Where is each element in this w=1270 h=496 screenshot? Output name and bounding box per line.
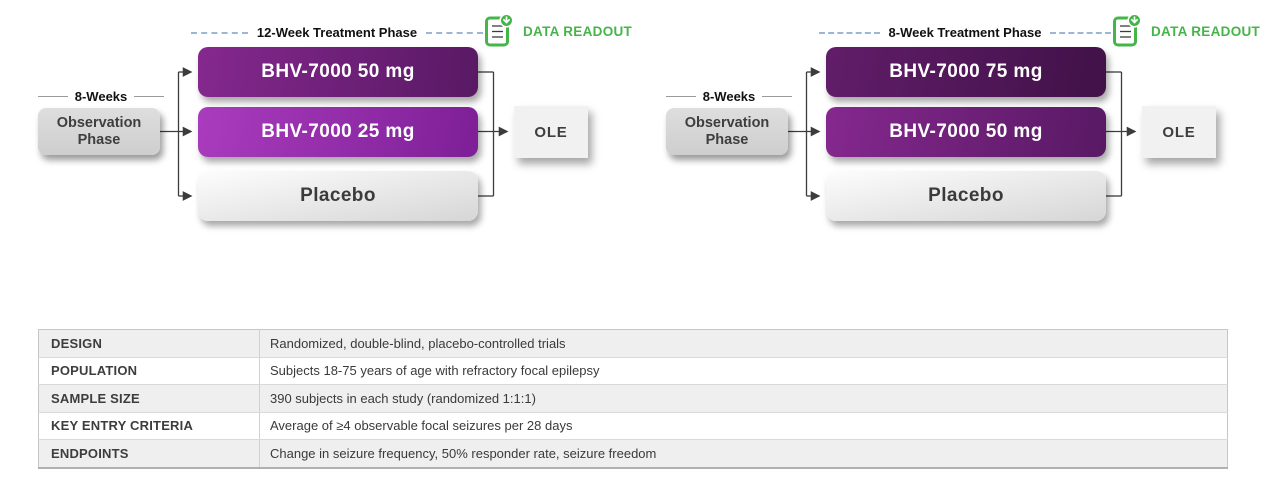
row-value: Change in seizure frequency, 50% respond…	[259, 439, 1228, 468]
treatment-phase-title: 12-Week Treatment Phase	[256, 25, 418, 40]
treatment-arm-box: BHV-7000 25 mg	[198, 107, 478, 157]
duration-line-right	[134, 96, 165, 97]
placebo-arm-box: Placebo	[198, 171, 478, 221]
ole-box: OLE	[1142, 106, 1216, 158]
dashed-connector-left	[819, 31, 880, 34]
table-row: POPULATION Subjects 18-75 years of age w…	[38, 357, 1228, 385]
table-row: KEY ENTRY CRITERIA Average of ≥4 observa…	[38, 412, 1228, 440]
observation-phase-box: Observation Phase	[666, 108, 788, 155]
data-readout-label: DATA READOUT	[1151, 23, 1261, 39]
table-row: ENDPOINTS Change in seizure frequency, 5…	[38, 439, 1228, 468]
study-details-table: DESIGN Randomized, double-blind, placebo…	[38, 329, 1228, 469]
treatment-arm-box: BHV-7000 75 mg	[826, 47, 1106, 97]
treatment-arm-box: BHV-7000 50 mg	[826, 107, 1106, 157]
data-readout-label: DATA READOUT	[523, 23, 633, 39]
row-value: Randomized, double-blind, placebo-contro…	[259, 329, 1228, 358]
observation-duration: 8-Weeks	[666, 89, 793, 104]
ole-box: OLE	[514, 106, 588, 158]
study-diagram-1: 12-Week Treatment Phase DATA READOUT 8-W…	[0, 0, 632, 250]
observation-duration-label: 8-Weeks	[702, 89, 756, 104]
row-label: DESIGN	[38, 329, 260, 358]
dashed-connector-right	[426, 31, 484, 34]
row-value: Average of ≥4 observable focal seizures …	[259, 412, 1228, 440]
table-row: DESIGN Randomized, double-blind, placebo…	[38, 329, 1228, 358]
data-readout: DATA READOUT	[1112, 13, 1260, 49]
placebo-arm-box: Placebo	[826, 171, 1106, 221]
treatment-phase-header: 12-Week Treatment Phase	[191, 24, 484, 41]
duration-line-left	[38, 96, 68, 97]
dashed-connector-right	[1050, 31, 1112, 34]
treatment-phase-header: 8-Week Treatment Phase	[819, 24, 1112, 41]
observation-duration-label: 8-Weeks	[74, 89, 128, 104]
flow-connectors	[788, 67, 1137, 201]
row-label: KEY ENTRY CRITERIA	[38, 412, 260, 440]
data-readout: DATA READOUT	[484, 13, 632, 49]
observation-phase-box: Observation Phase	[38, 108, 160, 155]
treatment-phase-title: 8-Week Treatment Phase	[888, 25, 1042, 40]
observation-duration: 8-Weeks	[38, 89, 165, 104]
table-row: SAMPLE SIZE 390 subjects in each study (…	[38, 384, 1228, 413]
treatment-arm-box: BHV-7000 50 mg	[198, 47, 478, 97]
row-value: 390 subjects in each study (randomized 1…	[259, 384, 1228, 413]
dashed-connector-left	[191, 31, 248, 34]
data-readout-document-icon	[485, 13, 514, 47]
duration-line-right	[762, 96, 793, 97]
data-readout-document-icon	[1113, 13, 1142, 47]
row-label: ENDPOINTS	[51, 445, 129, 461]
flow-connectors	[160, 67, 509, 201]
row-label: SAMPLE SIZE	[38, 384, 260, 413]
duration-line-left	[666, 96, 696, 97]
row-value: Subjects 18-75 years of age with refract…	[259, 357, 1228, 385]
row-label: POPULATION	[38, 357, 260, 385]
study-diagram-2: 8-Week Treatment Phase DATA READOUT 8-We…	[628, 0, 1260, 250]
